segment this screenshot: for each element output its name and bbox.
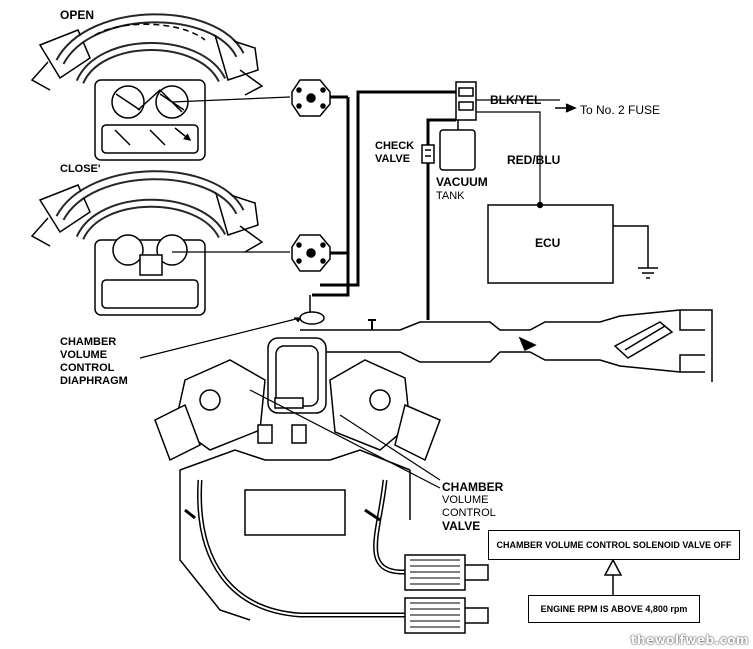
vacuum-tank-label-line1: VACUUM [436, 175, 488, 189]
to-fuse-label: To No. 2 FUSE [580, 103, 661, 117]
valve-label-line4: VALVE [442, 519, 481, 533]
close-label: CLOSE' [60, 163, 101, 175]
close-intake-view [30, 170, 348, 316]
solenoid-and-tank [421, 81, 577, 320]
leader-lines [139, 317, 441, 489]
diaphragm-label-line1: CHAMBER [60, 336, 117, 348]
diaphragm-label-line2: VOLUME [60, 349, 108, 361]
solenoid-state-text: CHAMBER VOLUME CONTROL SOLENOID VALVE OF… [496, 540, 732, 550]
exhaust-system [184, 479, 489, 634]
red-blu-wire-label: RED/BLU [507, 153, 561, 167]
engine-block [154, 337, 441, 621]
valve-label-line3: CONTROL [442, 507, 496, 519]
rpm-condition-box: ENGINE RPM IS ABOVE 4,800 rpm [528, 595, 700, 623]
blk-yel-wire-label: BLK/YEL [490, 93, 542, 107]
check-valve-label-line1: CHECK [375, 140, 415, 152]
rpm-condition-text: ENGINE RPM IS ABOVE 4,800 rpm [540, 604, 688, 614]
vacuum-hoses [299, 90, 456, 325]
diaphragm-label-line3: CONTROL [60, 362, 115, 374]
air-intake-duct [300, 309, 713, 382]
valve-label-line1: CHAMBER [442, 480, 504, 494]
valve-label-line2: VOLUME [442, 494, 489, 506]
flow-arrow [603, 558, 623, 595]
ecu-label: ECU [535, 236, 561, 250]
vacuum-tank-label-line2: TANK [436, 190, 465, 202]
open-intake-view [30, 13, 348, 161]
solenoid-state-box: CHAMBER VOLUME CONTROL SOLENOID VALVE OF… [488, 530, 740, 560]
check-valve-label-line2: VALVE [375, 153, 411, 165]
diaphragm-label-line4: DIAPHRAGM [60, 375, 128, 387]
open-label: OPEN [60, 8, 95, 22]
ecu-unit [487, 201, 658, 284]
watermark: thewolfweb.com [630, 633, 749, 647]
